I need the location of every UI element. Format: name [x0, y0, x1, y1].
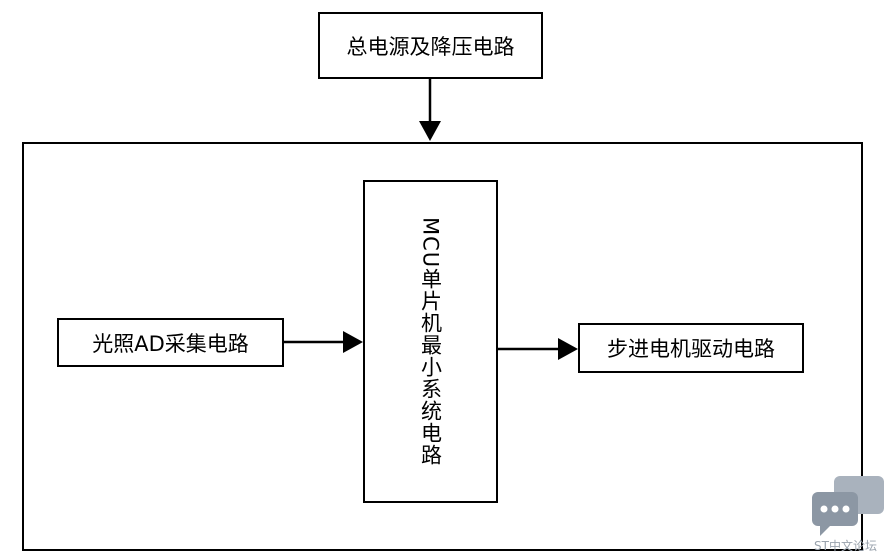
power-block: 总电源及降压电路 — [318, 12, 543, 79]
watermark-text: ST中文论坛 — [814, 539, 877, 553]
light-ad-block: 光照AD采集电路 — [57, 318, 284, 367]
stepper-driver-block: 步进电机驱动电路 — [578, 323, 804, 373]
arrow-mcu-to-stepper — [498, 338, 578, 360]
arrow-power-to-system — [419, 79, 441, 141]
arrow-light-to-mcu — [284, 331, 363, 353]
chat-bubble-watermark-icon — [812, 476, 884, 536]
mcu-block: MCU单片机最小系统电路 — [363, 180, 498, 503]
system-boundary — [22, 142, 863, 551]
